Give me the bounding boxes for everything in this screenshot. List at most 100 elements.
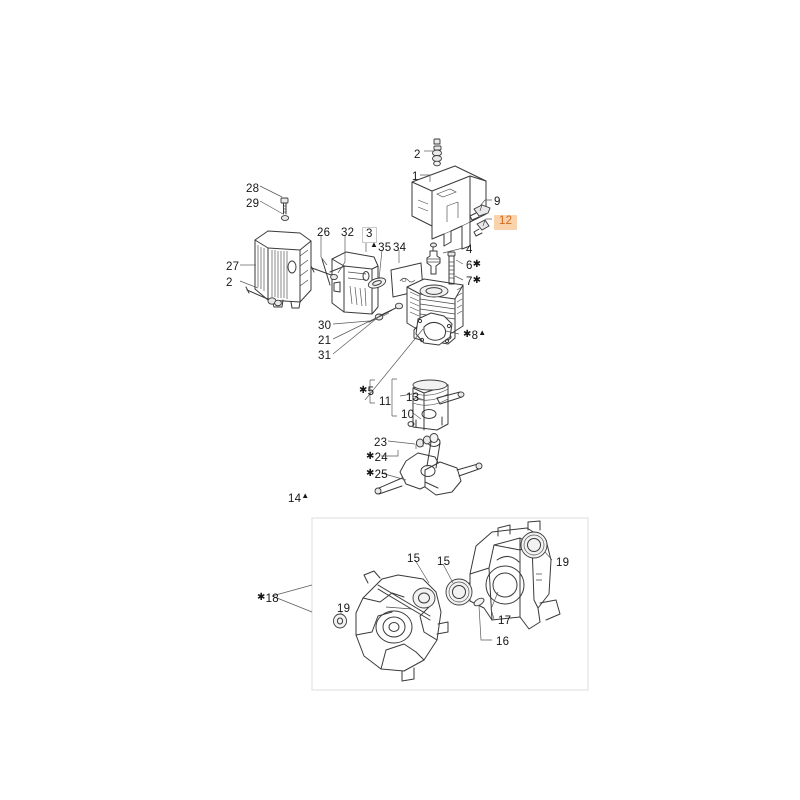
callout-2[interactable]: 2 [414,149,421,162]
callout-29[interactable]: 29 [246,198,260,211]
callout-14[interactable]: 14▲ [288,491,310,506]
piston-group-brackets [369,378,397,417]
callout-6[interactable]: 6✱ [466,259,482,273]
callout-number: 2 [226,277,233,289]
callout-23[interactable]: 23 [374,437,388,450]
callout-number: 12 [499,215,513,227]
callout-number: 6 [466,260,473,272]
callout-32[interactable]: 32 [341,227,355,240]
callout-number: 34 [393,242,407,254]
callout-24[interactable]: ✱24 [366,451,388,465]
callout-number: 11 [379,396,392,408]
part-crankcase-left [355,570,449,682]
callout-number: 18 [265,593,279,605]
callout-30[interactable]: 30 [318,320,331,333]
triangle-marker-icon: ▲ [370,240,379,249]
callout-number: 10 [401,409,415,421]
callout-18[interactable]: ✱18 [257,592,279,606]
star-marker-icon: ✱ [366,451,375,462]
star-marker-icon: ✱ [463,329,472,340]
callout-number: 29 [246,198,260,210]
part-muffler [254,230,312,309]
callout-number: 28 [246,183,260,195]
callout-9[interactable]: 9 [494,196,501,209]
leader-lines [239,150,553,641]
callout-number: 31 [318,350,332,362]
callout-number: 32 [341,227,355,239]
callout-number: 4 [466,244,473,256]
callout-number: 15 [437,556,451,568]
crankcase-panel-border [311,517,589,691]
callout-34[interactable]: 34 [393,242,407,255]
callout-27[interactable]: 27 [226,261,240,274]
callout-5[interactable]: ✱5 [359,385,375,399]
star-marker-icon: ✱ [472,275,482,286]
part-bearings-19 [333,531,548,629]
callout-19[interactable]: 19 [556,557,570,570]
callout-31[interactable]: 31 [318,350,332,363]
part-clip-12 [473,219,490,237]
callout-12[interactable]: 12 [494,215,518,230]
star-marker-icon: ✱ [366,468,375,479]
star-marker-icon: ✱ [359,385,368,396]
callout-number: 17 [498,615,512,627]
callout-number: 14 [288,493,302,505]
callout-8[interactable]: ✱8▲ [463,328,487,343]
part-carburetor [310,251,379,315]
callout-2[interactable]: 2 [226,277,233,290]
callout-35[interactable]: ▲35 [370,240,392,255]
callout-number: 19 [556,557,570,569]
callout-25[interactable]: ✱25 [366,468,388,482]
callout-16[interactable]: 16 [496,636,510,649]
callout-number: 13 [406,392,420,404]
callout-1[interactable]: 1 [412,171,419,184]
part-cover-screws [432,138,442,167]
callout-number: 8 [471,330,479,342]
callout-number: 3 [366,228,373,240]
callout-11[interactable]: 11 [379,396,392,409]
callout-number: 7 [466,276,473,288]
part-gasket-8 [415,312,453,346]
callout-17[interactable]: 17 [498,615,512,628]
callout-number: 5 [367,386,375,398]
part-cylinder-cover [411,165,487,250]
callout-number: 24 [374,452,388,464]
callout-number: 1 [412,171,419,183]
part-muffler-bolts [245,197,290,307]
callout-number: 2 [414,149,421,161]
part-gasket-35 [367,277,387,289]
callout-28[interactable]: 28 [246,183,260,196]
callout-number: 27 [226,261,240,273]
callout-number: 23 [374,437,388,449]
part-piston [407,379,465,431]
callout-number: 19 [337,603,351,615]
callout-3[interactable]: 3 [362,227,377,243]
triangle-marker-icon: ▲ [301,491,310,500]
callout-15[interactable]: 15 [407,553,421,566]
callout-number: 26 [317,227,331,239]
part-seal-16-17 [473,597,485,607]
callout-15[interactable]: 15 [437,556,451,569]
callout-7[interactable]: 7✱ [466,275,482,289]
callout-number: 16 [496,636,510,648]
part-crankshaft [374,433,483,496]
callout-26[interactable]: 26 [317,227,331,240]
callout-13[interactable]: 13 [406,392,420,405]
callout-number: 35 [378,242,392,254]
callout-4[interactable]: 4 [466,244,473,257]
part-spark-plug-4 [426,242,441,275]
callout-number: 15 [407,553,421,565]
triangle-marker-icon: ▲ [478,328,487,337]
callout-21[interactable]: 21 [318,335,332,348]
star-marker-icon: ✱ [472,259,482,270]
callout-number: 25 [374,469,388,481]
callout-19[interactable]: 19 [337,603,351,616]
part-bolts-6-7 [447,251,456,285]
callout-number: 9 [494,196,501,208]
callout-number: 21 [318,335,332,347]
star-marker-icon: ✱ [257,592,266,603]
part-crankcase-right [461,520,561,630]
callout-10[interactable]: 10 [401,409,415,422]
